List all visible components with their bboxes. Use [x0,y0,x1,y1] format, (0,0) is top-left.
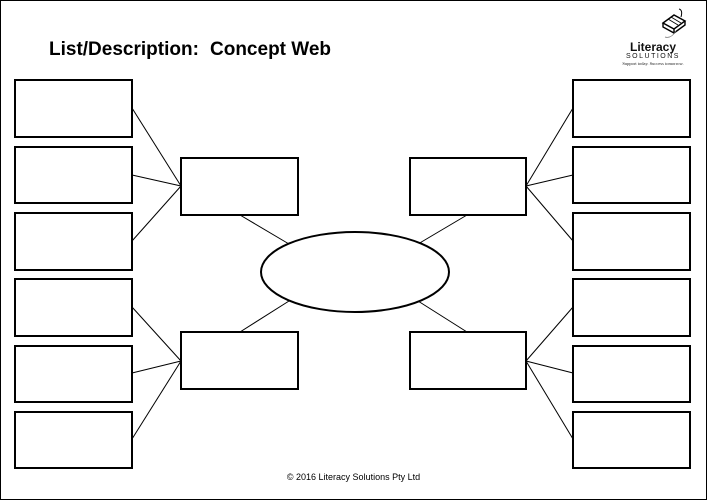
connector-line [131,360,182,374]
logo-subtitle: SOLUTIONS [626,53,680,60]
detail-box-right-4[interactable] [572,278,691,337]
detail-box-left-3[interactable] [14,212,133,271]
detail-box-right-1[interactable] [572,79,691,138]
subtopic-box-upper-left[interactable] [180,157,299,216]
connector-line [131,360,182,440]
subtopic-box-lower-left[interactable] [180,331,299,390]
connector-line [525,360,574,374]
literacy-solutions-logo: Literacy SOLUTIONS Support today. Succes… [611,7,695,71]
subtopic-boxes [180,157,527,390]
book-icon [661,8,687,38]
connector-line [525,360,574,440]
detail-box-left-5[interactable] [14,345,133,403]
detail-box-right-6[interactable] [572,411,691,469]
detail-box-left-4[interactable] [14,278,133,337]
connector-line [417,214,468,245]
detail-box-left-2[interactable] [14,146,133,204]
connector-line [131,174,182,187]
connector-line [525,107,574,187]
detail-box-right-3[interactable] [572,212,691,271]
connector-line [239,214,290,245]
connector-lines [131,107,574,440]
detail-box-left-1[interactable] [14,79,133,138]
logo-name: Literacy [629,40,677,54]
connector-line [131,185,182,242]
copyright-footer: © 2016 Literacy Solutions Pty Ltd [286,472,421,482]
title-concept-web: Concept Web [210,39,332,60]
left-detail-boxes [14,79,133,469]
connector-line [525,306,574,362]
connector-line [525,174,574,187]
connector-line [131,107,182,187]
connector-line [525,185,574,242]
connector-line [417,300,468,333]
central-concept-ellipse[interactable] [260,231,450,313]
detail-box-right-5[interactable] [572,345,691,403]
logo-tagline: Support today. Success tomorrow. [622,61,684,66]
right-detail-boxes [572,79,691,469]
detail-box-right-2[interactable] [572,146,691,204]
connector-line [131,306,182,362]
subtopic-box-upper-right[interactable] [409,157,527,216]
title-list-description: List/Description: [49,39,199,60]
subtopic-box-lower-right[interactable] [409,331,527,390]
connector-line [239,300,290,333]
detail-box-left-6[interactable] [14,411,133,469]
